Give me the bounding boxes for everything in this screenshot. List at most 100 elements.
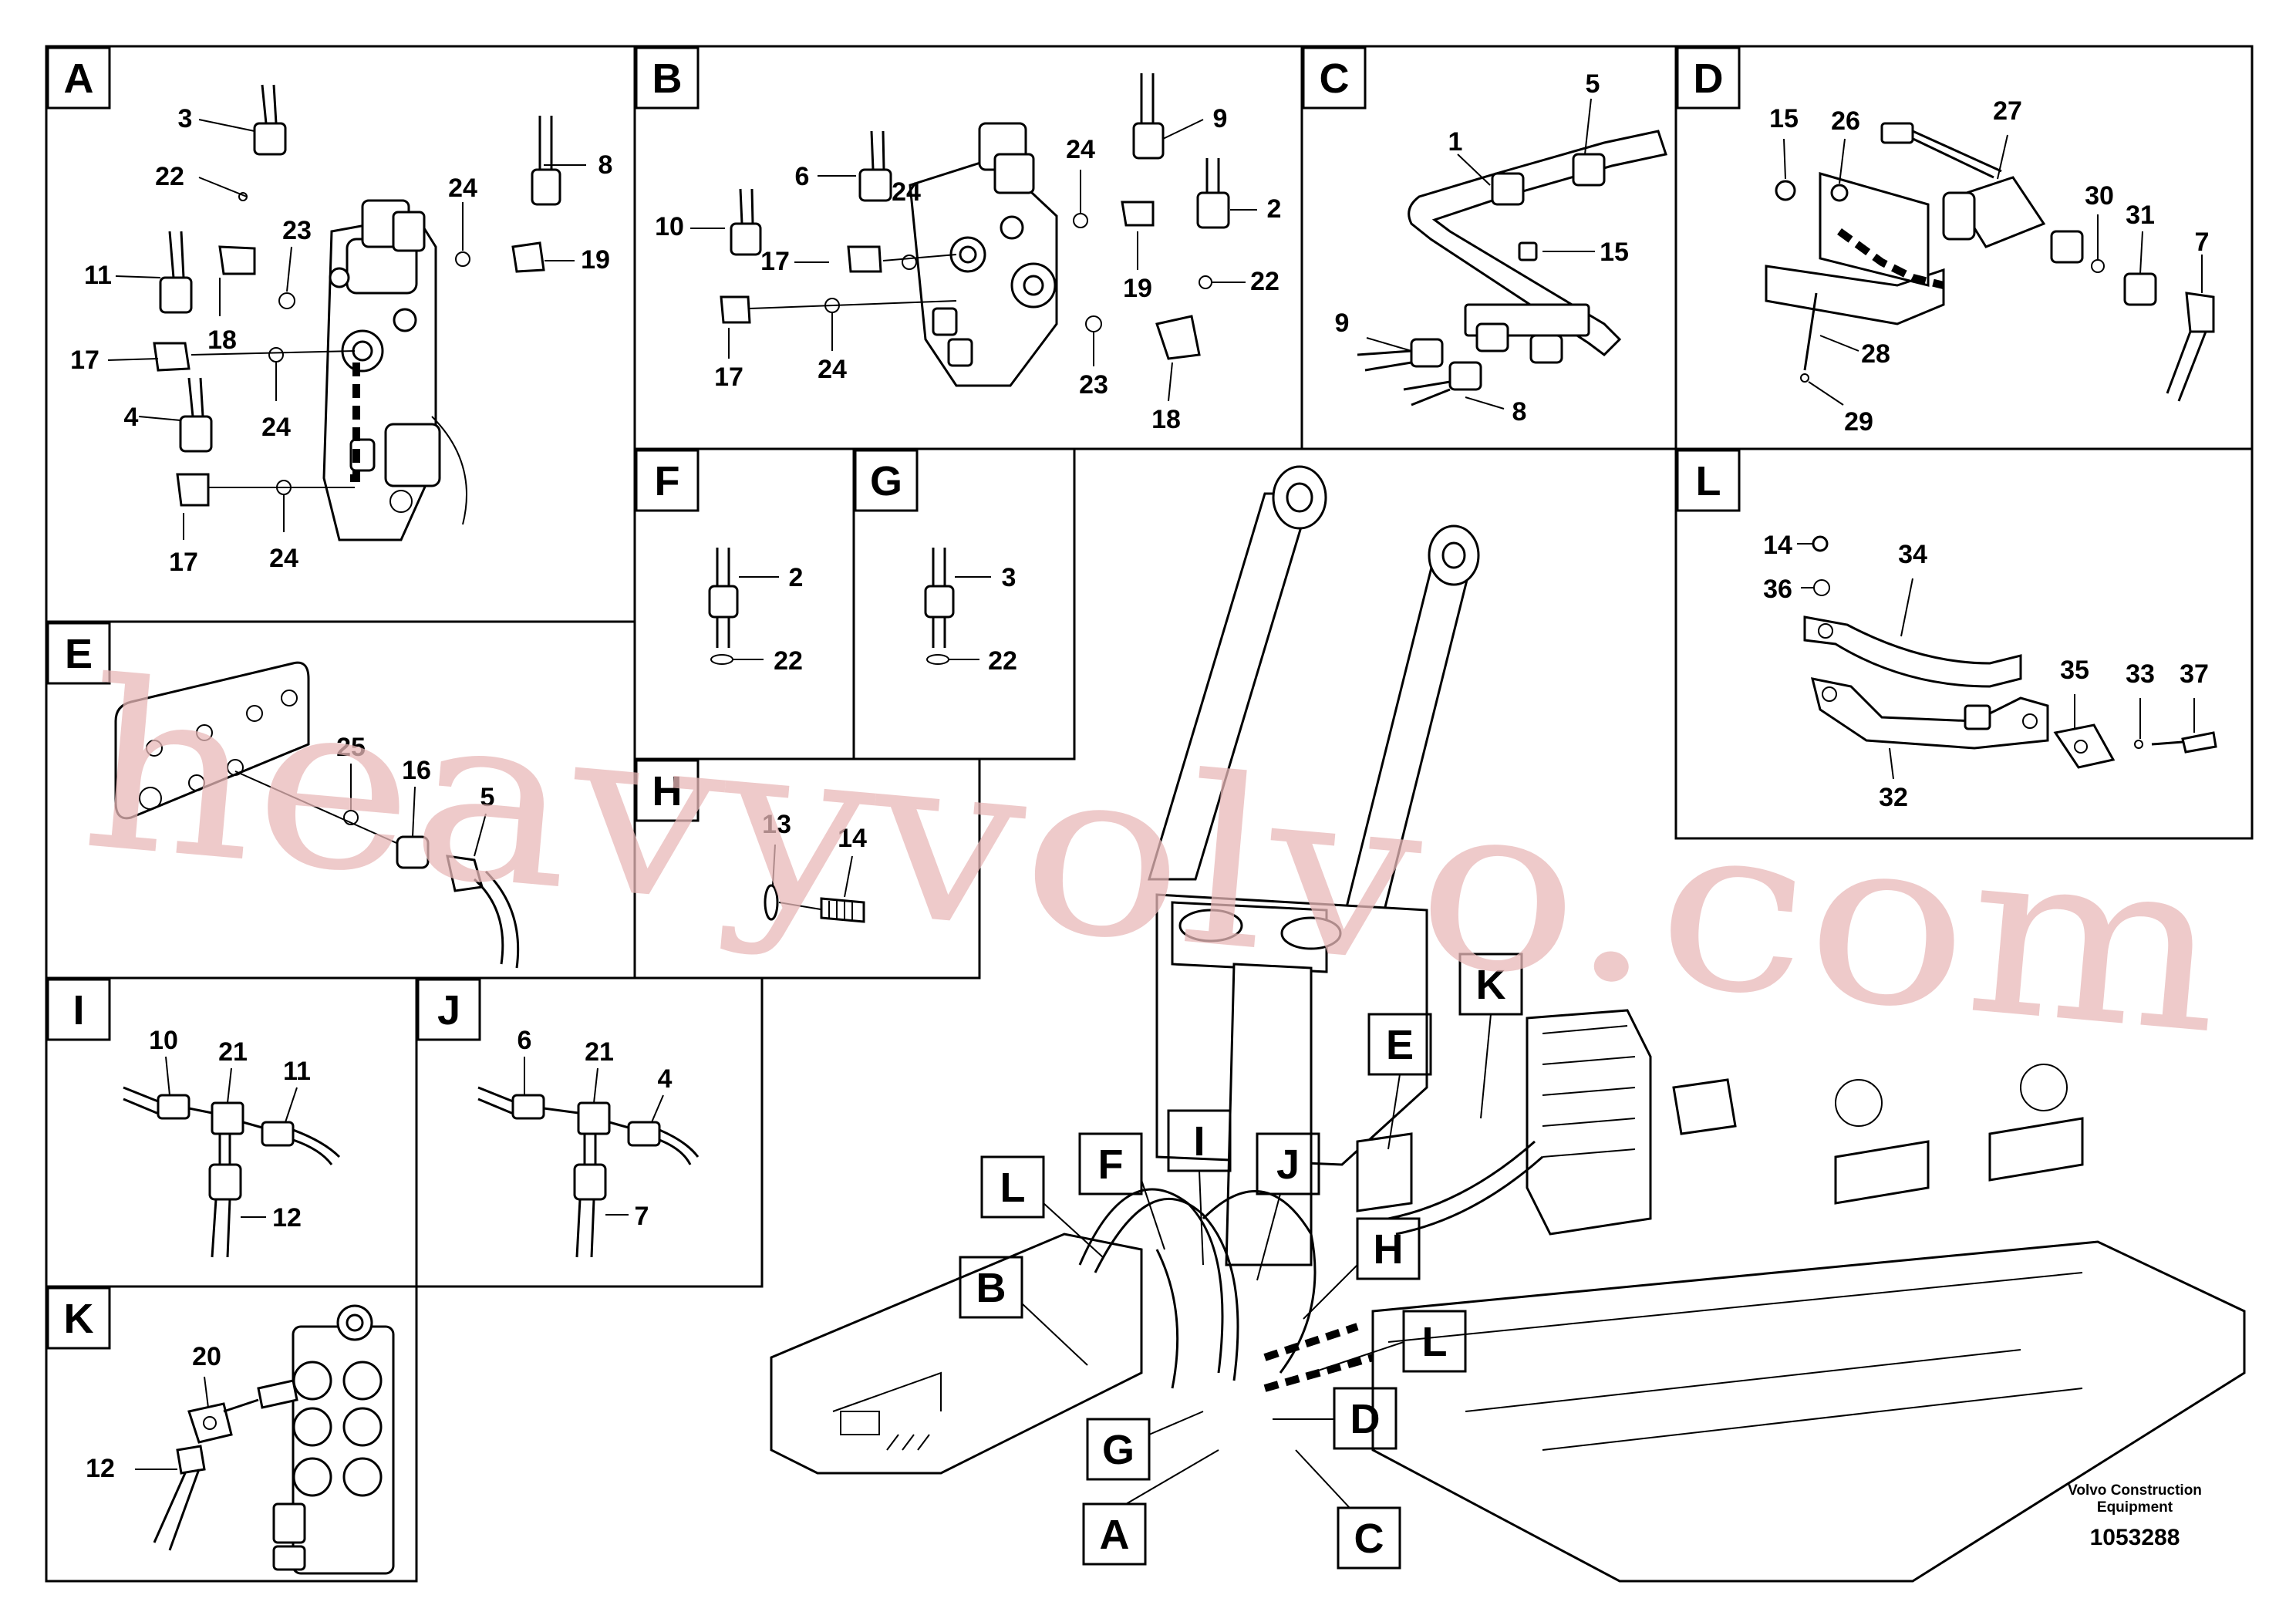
letter-label: F [655, 458, 680, 504]
part-number-label: 34 [1898, 540, 1927, 569]
panel-k-frame [45, 1285, 418, 1583]
part-number-label: 26 [1831, 106, 1860, 136]
letter-label: L [1000, 1165, 1026, 1211]
callout-b: B [959, 1256, 1088, 1366]
part-number-label: 8 [598, 150, 613, 180]
part-number-label: 37 [2180, 659, 2209, 689]
part-number-label: 10 [149, 1026, 178, 1055]
part-number-label: 32 [1879, 783, 1908, 812]
letter-label: E [65, 631, 93, 677]
part-number-label: 17 [714, 363, 743, 392]
callout-l-right: L [1310, 1310, 1467, 1374]
detail-d-solenoid-bracket: 15 26 27 30 31 7 28 29 [1765, 96, 2215, 437]
part-number-label: 14 [1763, 531, 1792, 560]
callout-i: I [1167, 1109, 1232, 1266]
panel-frames [45, 45, 2254, 1583]
callout-j: J [1256, 1132, 1320, 1281]
part-number-label: 3 [1002, 563, 1017, 592]
panel-letter-f: F [635, 449, 700, 512]
drawing-footer: Volvo Construction Equipment 1053288 [2068, 1482, 2202, 1550]
part-number-label: 9 [1335, 309, 1350, 338]
part-number-label: 24 [818, 355, 847, 384]
part-number-label: 10 [655, 212, 684, 241]
detail-b-valve-block: 9 6 24 10 24 17 19 2 22 17 24 23 18 [655, 73, 1281, 434]
part-number-label: 35 [2060, 656, 2089, 685]
letter-label: I [1193, 1118, 1205, 1165]
panel-letter-g: G [854, 449, 919, 512]
part-number-label: 23 [282, 216, 312, 245]
company-line-2: Equipment [2097, 1499, 2173, 1516]
part-number-label: 11 [84, 261, 112, 290]
panel-letter-l: L [1676, 449, 1741, 512]
letter-label: D [1350, 1396, 1381, 1442]
letter-label: J [1276, 1141, 1300, 1188]
letter-label: L [1422, 1319, 1448, 1365]
part-number-label: 24 [448, 174, 477, 203]
letter-label: H [1374, 1226, 1404, 1273]
panel-letter-c: C [1302, 46, 1367, 110]
part-number-label: 36 [1763, 575, 1792, 604]
excavator-frame-overview [770, 465, 2246, 1583]
drawing-number: 1053288 [2090, 1525, 2180, 1550]
part-number-label: 14 [838, 824, 867, 853]
part-number-label: 5 [480, 783, 495, 812]
detail-a-valve-block: 3 22 23 24 8 19 11 18 17 4 24 17 24 [70, 84, 613, 577]
part-number-label: 7 [2195, 228, 2210, 257]
part-number-label: 25 [336, 733, 366, 762]
part-number-label: 22 [774, 646, 803, 676]
detail-l-hose-clamp: 14 34 36 35 33 37 32 [1763, 531, 2217, 812]
part-number-label: 22 [1250, 267, 1279, 296]
detail-i-tee-fitting: 10 21 11 12 [123, 1026, 341, 1258]
callout-a: A [1082, 1449, 1219, 1566]
detail-f-hose-fitting: 2 22 [708, 548, 803, 676]
part-number-label: 15 [1600, 238, 1629, 267]
part-number-label: 24 [1066, 135, 1095, 164]
part-number-label: 19 [581, 245, 610, 275]
part-number-label: 12 [86, 1454, 115, 1483]
callout-k: K [1458, 953, 1523, 1119]
part-number-label: 22 [988, 646, 1017, 676]
letter-label: F [1098, 1141, 1124, 1188]
part-number-label: 4 [658, 1064, 673, 1094]
part-number-label: 2 [1267, 194, 1282, 224]
part-number-label: 33 [2126, 659, 2155, 689]
part-number-label: 11 [283, 1057, 311, 1086]
part-number-label: 23 [1079, 370, 1108, 400]
letter-label: C [1320, 56, 1350, 102]
overview-callout-labels: K E L F I J B H L D G A C [959, 953, 1523, 1570]
part-number-label: 24 [269, 544, 298, 573]
panel-letter-b: B [635, 46, 700, 110]
part-number-label: 17 [760, 247, 790, 276]
panel-letter-d: D [1676, 46, 1741, 110]
panel-d-frame [1674, 45, 2254, 450]
panel-letter-j: J [416, 978, 481, 1041]
panel-letter-tags: A B C D E F G H I J K L [46, 46, 1741, 1350]
part-number-label: 20 [192, 1342, 221, 1371]
detail-k-valve-connector: 20 12 [86, 1304, 395, 1575]
part-number-label: 17 [169, 548, 198, 577]
part-number-label: 28 [1861, 339, 1890, 369]
company-line-1: Volvo Construction [2068, 1482, 2202, 1499]
part-number-label: 30 [2085, 181, 2114, 211]
letter-label: B [976, 1265, 1006, 1311]
part-number-label: 31 [2126, 201, 2155, 230]
part-number-label: 17 [70, 346, 99, 375]
letter-label: B [652, 56, 683, 102]
part-number-label: 4 [124, 403, 139, 432]
panel-letter-e: E [46, 622, 111, 685]
part-number-label: 21 [218, 1037, 248, 1067]
part-number-label: 15 [1769, 104, 1799, 133]
part-number-label: 1 [1448, 127, 1463, 157]
part-number-label: 27 [1993, 96, 2022, 126]
letter-label: G [870, 458, 902, 504]
detail-h-bolt-washer: 13 14 [762, 810, 867, 923]
panel-letter-a: A [46, 46, 111, 110]
callout-c: C [1295, 1449, 1401, 1570]
letter-label: D [1694, 56, 1724, 102]
part-number-label: 7 [635, 1202, 649, 1231]
callout-h: H [1303, 1217, 1421, 1320]
part-number-label: 18 [207, 325, 237, 355]
part-number-label: 5 [1586, 69, 1600, 99]
part-number-label: 24 [261, 413, 291, 442]
part-number-label: 8 [1512, 397, 1527, 427]
